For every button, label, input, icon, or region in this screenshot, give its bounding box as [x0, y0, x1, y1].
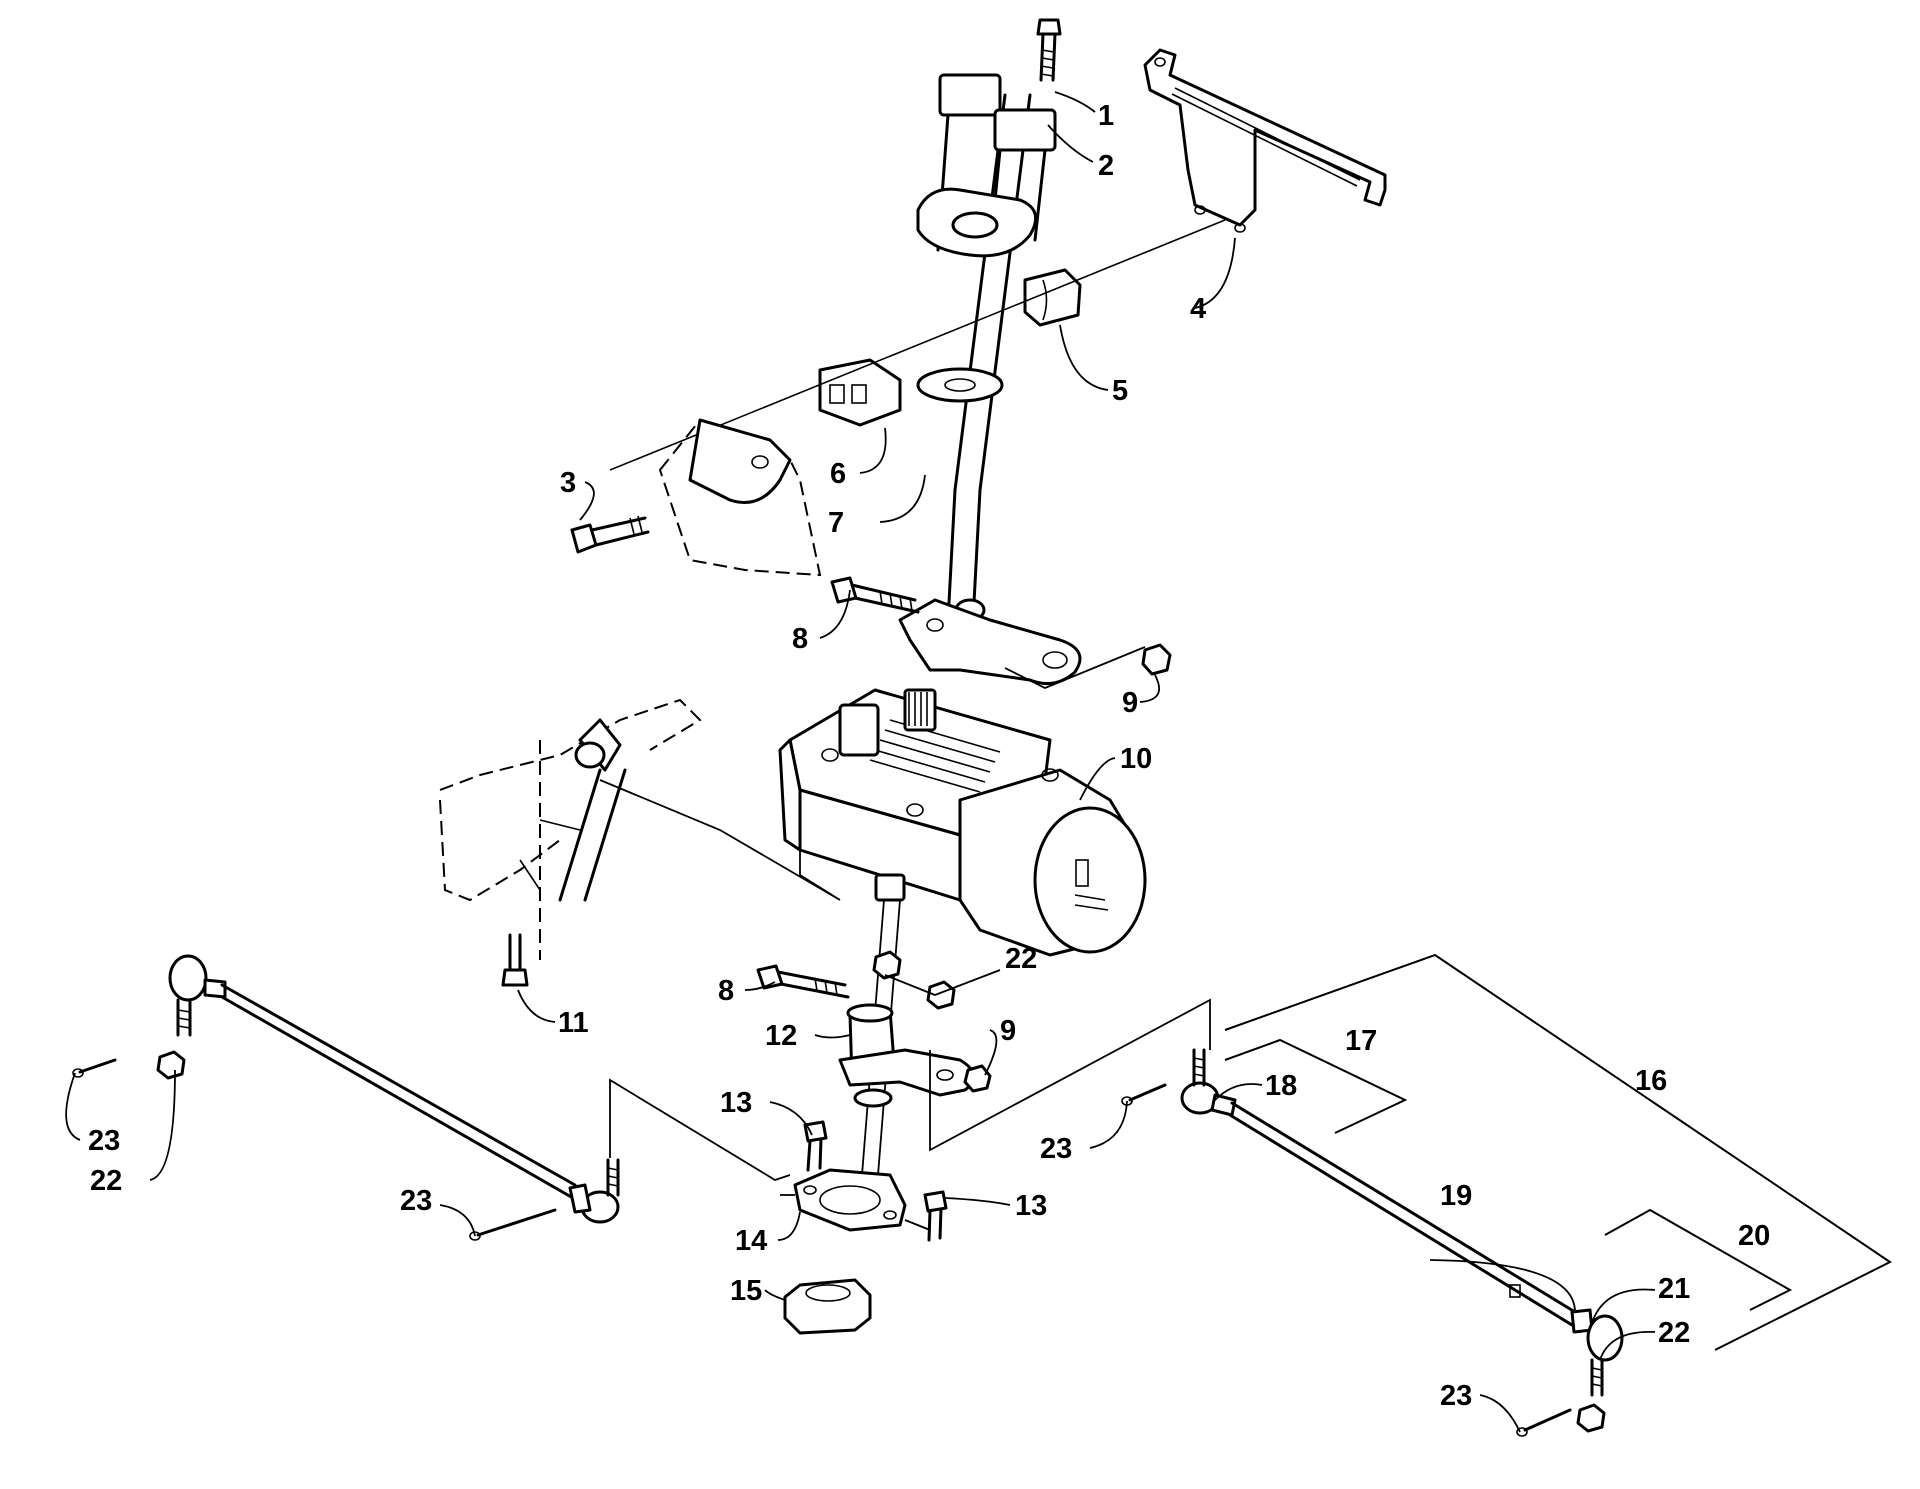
nut-22-right: [1576, 1403, 1606, 1433]
tie-rod-left: [168, 954, 620, 1224]
mounting-bracket-4: [1143, 48, 1387, 233]
nut-9-upper: [1141, 643, 1172, 676]
callout-23-right-inner: 23: [1040, 1133, 1072, 1165]
callout-23-right-outer: 23: [1440, 1380, 1472, 1412]
callout-2: 2: [1098, 150, 1114, 182]
callout-14: 14: [735, 1225, 767, 1257]
bolt-8-lower: [756, 964, 850, 999]
callout-labels: 1 2 3 4 5 6 7 8 8 9 9 10 11 12 13 13 14 …: [88, 100, 1770, 1412]
bracket-20: [1604, 1208, 1793, 1311]
callout-22-left: 22: [90, 1165, 122, 1197]
callout-8-upper: 8: [792, 623, 808, 655]
callout-3: 3: [560, 467, 576, 499]
callout-22-right: 22: [1658, 1317, 1690, 1349]
callout-21: 21: [1658, 1273, 1690, 1305]
callout-11: 11: [558, 1007, 589, 1039]
callout-7: 7: [828, 507, 844, 539]
tie-rod-right: [1180, 1048, 1624, 1397]
bearing-plate-14: [793, 1168, 907, 1232]
mount-plate-3: [570, 418, 822, 577]
callout-9-lower: 9: [1000, 1015, 1016, 1047]
callout-6: 6: [830, 458, 846, 490]
callout-8-lower: 8: [718, 975, 734, 1007]
steering-column: [898, 73, 1082, 686]
callout-20: 20: [1738, 1220, 1770, 1252]
callout-22-upper: 22: [1005, 943, 1037, 975]
bolt-8-upper: [830, 576, 920, 614]
bolt-13-upper: [803, 1120, 828, 1172]
callout-23-left-outer: 23: [88, 1125, 120, 1157]
callout-23-left-inner: 23: [400, 1185, 432, 1217]
pitman-arm-12: [838, 899, 976, 1201]
bolt-1: [1036, 18, 1062, 82]
bracket-16: [1224, 953, 1892, 1351]
frame-section: [439, 698, 702, 960]
nut-22-upper-b: [926, 980, 956, 1010]
callout-13-lower: 13: [1015, 1190, 1047, 1222]
callout-16: 16: [1635, 1065, 1667, 1097]
leader-lines: [65, 91, 1656, 1433]
nut-22-left: [156, 1050, 186, 1080]
callout-17: 17: [1345, 1025, 1377, 1057]
bracket-17: [1224, 1038, 1408, 1134]
bolt-13-lower: [923, 1190, 948, 1242]
bearing-15: [783, 1278, 872, 1335]
nut-9-lower: [963, 1064, 992, 1093]
callout-10: 10: [1120, 743, 1152, 775]
cotter-pin-23-right-outer: [1516, 1408, 1572, 1437]
cotter-pin-23-right-inner: [1121, 1083, 1167, 1106]
callout-1: 1: [1098, 100, 1114, 132]
callout-15: 15: [730, 1275, 762, 1307]
cotter-pin-23-left-inner: [469, 1208, 557, 1241]
callout-12: 12: [765, 1020, 797, 1052]
callout-13-upper: 13: [720, 1087, 752, 1119]
clamp-6: [818, 358, 902, 427]
eps-unit-10: [778, 688, 1147, 957]
callout-9-upper: 9: [1122, 687, 1138, 719]
nut-22-upper-a: [872, 950, 902, 980]
bolt-11: [501, 933, 529, 987]
callout-19: 19: [1440, 1180, 1472, 1212]
callout-18: 18: [1265, 1070, 1297, 1102]
cotter-pin-23-left-outer: [72, 1058, 117, 1078]
callout-5: 5: [1112, 375, 1128, 407]
callout-4: 4: [1190, 293, 1206, 325]
